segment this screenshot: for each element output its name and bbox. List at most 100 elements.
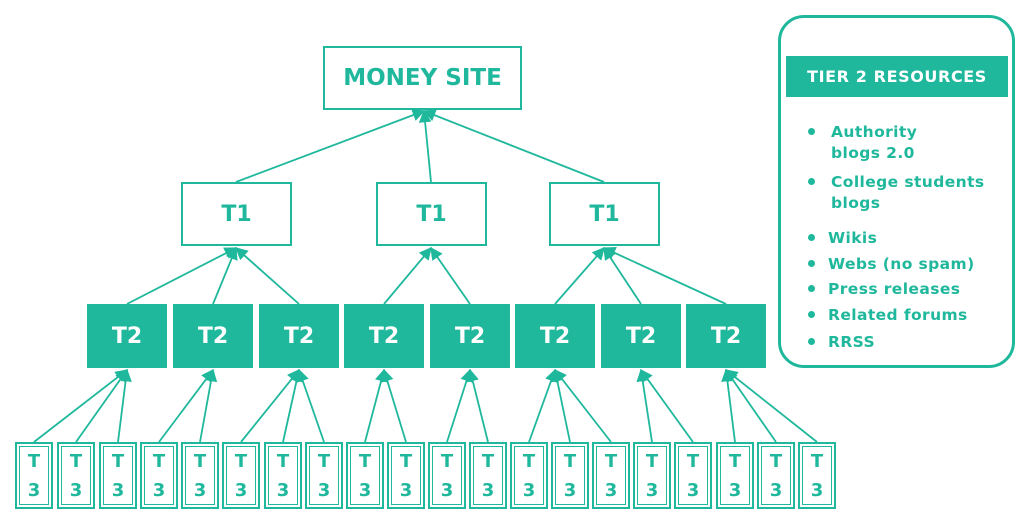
tier3-inner-border	[309, 446, 339, 505]
tier3-inner-border	[350, 446, 380, 505]
connector-arrow	[33, 369, 128, 443]
tier3-node: T3	[798, 442, 836, 509]
connector-arrow	[528, 368, 558, 443]
connector-arrow	[430, 246, 471, 305]
connector-arrow	[296, 368, 325, 443]
panel-title: TIER 2 RESOURCES	[786, 56, 1008, 97]
resource-item: RRSS	[828, 333, 876, 351]
tier3-node: T3	[674, 442, 712, 509]
tier3-label: T3	[152, 450, 166, 501]
tier2-label: T2	[197, 323, 229, 349]
tier3-label: T3	[810, 450, 824, 501]
tier3-label: T3	[111, 450, 125, 501]
money-site-node: MONEY SITE	[323, 46, 522, 110]
tier3-node: T3	[181, 442, 219, 509]
tier1-label: T1	[221, 201, 252, 227]
tier3-label: T3	[563, 450, 577, 501]
tier1-label: T1	[589, 201, 620, 227]
tier3-node: T3	[551, 442, 589, 509]
tier3-label: T3	[481, 450, 495, 501]
connector-arrow	[636, 368, 653, 443]
connector-arrow	[240, 369, 300, 443]
tier3-inner-border	[432, 446, 462, 505]
connector-arrow	[212, 246, 238, 305]
bullet-icon	[808, 260, 815, 267]
tier2-label: T2	[539, 323, 571, 349]
connector-arrow	[381, 368, 407, 443]
connector-arrow	[602, 247, 727, 305]
connector-arrow	[554, 247, 605, 305]
resource-item: Authority blogs 2.0	[831, 123, 918, 162]
connector-arrow	[383, 247, 432, 305]
tier3-inner-border	[596, 446, 626, 505]
tier2-label: T2	[111, 323, 143, 349]
tier2-node: T2	[87, 304, 167, 368]
tier3-inner-border	[761, 446, 791, 505]
tier3-node: T3	[222, 442, 260, 509]
tier3-label: T3	[27, 450, 41, 501]
tier3-node: T3	[140, 442, 178, 509]
connector-arrow	[158, 368, 214, 443]
tier3-node: T3	[15, 442, 53, 509]
tier3-inner-border	[802, 446, 832, 505]
tier3-label: T3	[440, 450, 454, 501]
money-site-label: MONEY SITE	[343, 65, 502, 91]
tier3-node: T3	[346, 442, 384, 509]
tier3-node: T3	[716, 442, 754, 509]
tier3-label: T3	[234, 450, 248, 501]
connector-arrow	[466, 368, 489, 443]
connector-arrow	[640, 368, 694, 443]
tier3-node: T3	[57, 442, 95, 509]
tier3-label: T3	[604, 450, 618, 501]
tier3-label: T3	[728, 450, 742, 501]
tier2-node: T2	[601, 304, 681, 368]
resource-item: Wikis	[828, 229, 878, 247]
tier3-node: T3	[633, 442, 671, 509]
tier1-node: T1	[181, 182, 292, 246]
tier3-node: T3	[592, 442, 630, 509]
tier2-node: T2	[259, 304, 339, 368]
tier2-label: T2	[625, 323, 657, 349]
tier2-node: T2	[344, 304, 424, 368]
connector-arrow	[554, 369, 612, 443]
tier3-node: T3	[469, 442, 507, 509]
tier3-inner-border	[514, 446, 544, 505]
tier3-node: T3	[264, 442, 302, 509]
connector-arrow	[282, 368, 303, 443]
tier2-label: T2	[283, 323, 315, 349]
tier2-label: T2	[454, 323, 486, 349]
tier3-inner-border	[226, 446, 256, 505]
bullet-icon	[808, 178, 815, 185]
bullet-icon	[808, 311, 815, 318]
tier3-label: T3	[69, 450, 83, 501]
connector-arrow	[725, 369, 818, 443]
connector-arrow	[422, 109, 605, 183]
tier3-inner-border	[268, 446, 298, 505]
tier3-node: T3	[305, 442, 343, 509]
bullet-icon	[808, 234, 815, 241]
tier3-label: T3	[522, 450, 536, 501]
resource-item: College students blogs	[831, 173, 985, 212]
tier2-node: T2	[686, 304, 766, 368]
connector-arrow	[364, 368, 388, 443]
tier2-node: T2	[515, 304, 595, 368]
bullet-icon	[808, 338, 815, 345]
tier3-inner-border	[103, 446, 133, 505]
tier3-node: T3	[428, 442, 466, 509]
tier3-node: T3	[510, 442, 548, 509]
tier3-label: T3	[399, 450, 413, 501]
tier3-inner-border	[391, 446, 421, 505]
tier3-label: T3	[769, 450, 783, 501]
connector-arrow	[126, 247, 238, 305]
tier3-inner-border	[473, 446, 503, 505]
connector-arrow	[725, 368, 777, 443]
resource-item: Related forums	[828, 306, 968, 324]
tier1-label: T1	[416, 201, 447, 227]
tier3-inner-border	[185, 446, 215, 505]
tier2-node: T2	[430, 304, 510, 368]
tier3-inner-border	[678, 446, 708, 505]
bullet-icon	[808, 128, 815, 135]
tier1-node: T1	[549, 182, 660, 246]
